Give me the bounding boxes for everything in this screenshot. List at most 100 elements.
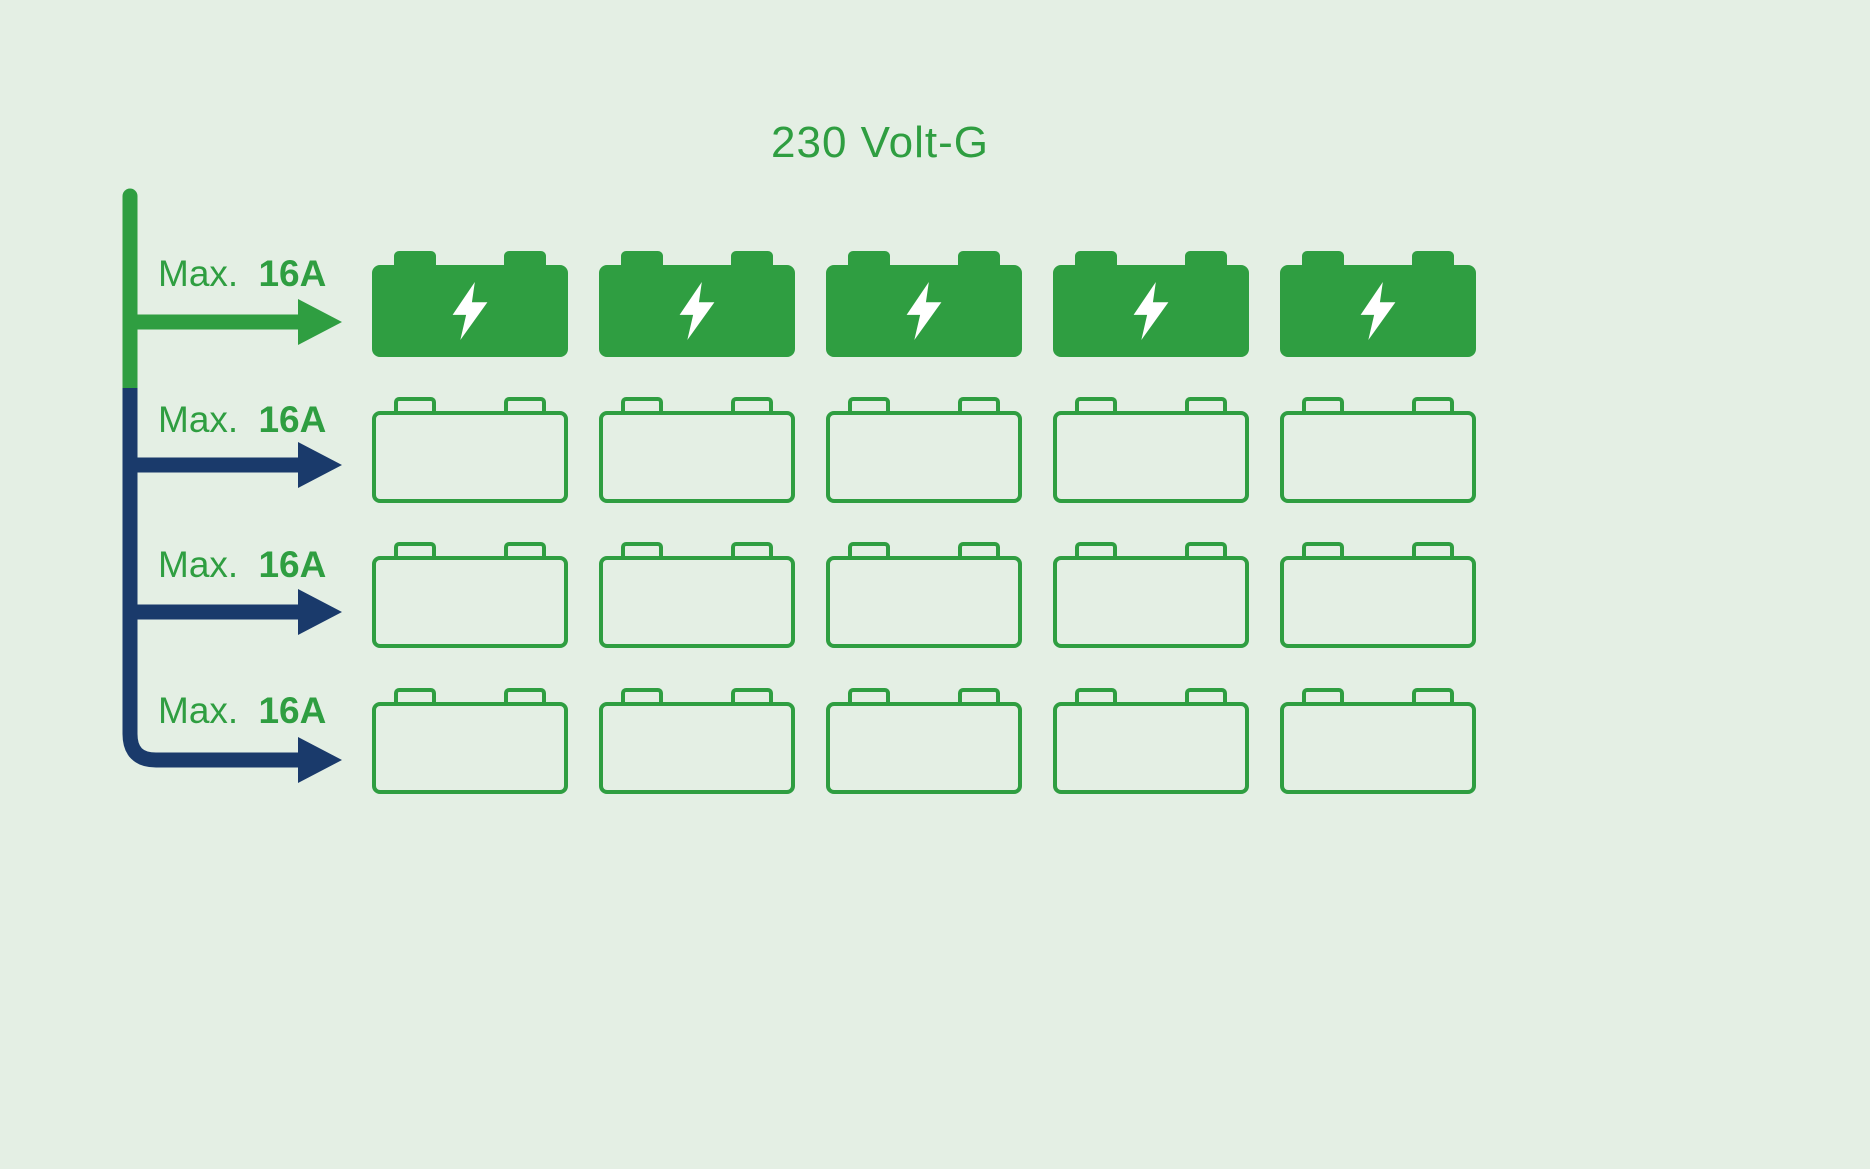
battery-terminal-left xyxy=(848,542,890,560)
battery-terminal-right xyxy=(504,251,546,269)
max-label-text: Max. xyxy=(158,690,239,731)
battery-terminal-left xyxy=(1075,542,1117,560)
battery-icon xyxy=(1053,251,1249,357)
battery-body xyxy=(826,265,1022,357)
battery-icon xyxy=(826,397,1022,503)
battery-terminal-right xyxy=(731,542,773,560)
lightning-bolt-icon xyxy=(1360,282,1396,340)
battery-terminal-left xyxy=(621,397,663,415)
battery-terminal-right xyxy=(1185,397,1227,415)
feed-row: Max. 16A xyxy=(0,688,1870,794)
battery-terminal-left xyxy=(394,542,436,560)
battery-terminal-left xyxy=(394,397,436,415)
battery-terminal-left xyxy=(621,251,663,269)
battery-icon xyxy=(372,397,568,503)
battery-icon xyxy=(599,251,795,357)
battery-terminal-left xyxy=(1075,688,1117,706)
battery-terminal-right xyxy=(504,542,546,560)
battery-icon xyxy=(826,688,1022,794)
arrow-head-row2-icon xyxy=(298,442,342,488)
feed-row: Max. 16A xyxy=(0,397,1870,503)
max-label-text: Max. xyxy=(158,544,239,585)
battery-icon xyxy=(599,397,795,503)
battery-terminal-right xyxy=(958,688,1000,706)
battery-terminal-right xyxy=(1185,542,1227,560)
current-value: 16A xyxy=(258,399,327,440)
max-label-text: Max. xyxy=(158,253,239,294)
battery-body xyxy=(826,702,1022,794)
battery-terminal-right xyxy=(504,397,546,415)
max-current-label: Max. 16A xyxy=(158,253,326,295)
arrow-head-row1-icon xyxy=(298,299,342,345)
battery-terminal-left xyxy=(1075,397,1117,415)
current-value: 16A xyxy=(258,690,327,731)
battery-icon xyxy=(372,688,568,794)
battery-icon xyxy=(1280,251,1476,357)
feed-row: Max. 16A xyxy=(0,542,1870,648)
max-current-label: Max. 16A xyxy=(158,544,326,586)
arrow-head-row4-icon xyxy=(298,737,342,783)
battery-icon xyxy=(599,542,795,648)
battery-body xyxy=(372,702,568,794)
feed-row: Max. 16A xyxy=(0,251,1870,357)
battery-body xyxy=(1053,265,1249,357)
battery-terminal-right xyxy=(731,397,773,415)
navy-supply-line xyxy=(122,388,302,768)
diagram-title: 230 Volt-G xyxy=(771,118,989,167)
battery-body xyxy=(372,411,568,503)
current-value: 16A xyxy=(258,544,327,585)
battery-icon xyxy=(372,251,568,357)
battery-terminal-right xyxy=(1412,397,1454,415)
battery-body xyxy=(372,265,568,357)
battery-icon xyxy=(1280,542,1476,648)
battery-icon xyxy=(372,542,568,648)
battery-terminal-left xyxy=(394,251,436,269)
battery-icon xyxy=(826,251,1022,357)
battery-icon xyxy=(1053,688,1249,794)
battery-body xyxy=(826,556,1022,648)
battery-icon xyxy=(1053,397,1249,503)
battery-body xyxy=(1280,411,1476,503)
battery-terminal-left xyxy=(621,542,663,560)
current-value: 16A xyxy=(258,253,327,294)
battery-group xyxy=(372,688,1476,794)
battery-terminal-right xyxy=(958,251,1000,269)
battery-body xyxy=(372,556,568,648)
battery-terminal-left xyxy=(848,251,890,269)
battery-terminal-right xyxy=(1412,688,1454,706)
battery-group xyxy=(372,397,1476,503)
battery-body xyxy=(599,265,795,357)
battery-body xyxy=(826,411,1022,503)
battery-body xyxy=(1053,702,1249,794)
battery-icon xyxy=(1280,397,1476,503)
battery-terminal-right xyxy=(504,688,546,706)
battery-group xyxy=(372,542,1476,648)
battery-terminal-right xyxy=(1185,688,1227,706)
battery-body xyxy=(599,702,795,794)
battery-terminal-right xyxy=(1185,251,1227,269)
battery-icon xyxy=(826,542,1022,648)
battery-body xyxy=(1280,265,1476,357)
battery-terminal-right xyxy=(1412,251,1454,269)
lightning-bolt-icon xyxy=(1133,282,1169,340)
battery-terminal-left xyxy=(621,688,663,706)
battery-terminal-left xyxy=(1302,251,1344,269)
lightning-bolt-icon xyxy=(906,282,942,340)
battery-body xyxy=(1280,556,1476,648)
battery-body xyxy=(599,556,795,648)
battery-terminal-left xyxy=(394,688,436,706)
lightning-bolt-icon xyxy=(679,282,715,340)
battery-terminal-left xyxy=(848,397,890,415)
battery-terminal-left xyxy=(1075,251,1117,269)
max-current-label: Max. 16A xyxy=(158,399,326,441)
battery-body xyxy=(1053,411,1249,503)
battery-body xyxy=(599,411,795,503)
battery-terminal-right xyxy=(958,542,1000,560)
battery-group xyxy=(372,251,1476,357)
battery-terminal-right xyxy=(958,397,1000,415)
battery-terminal-left xyxy=(1302,688,1344,706)
battery-terminal-right xyxy=(731,251,773,269)
battery-body xyxy=(1280,702,1476,794)
